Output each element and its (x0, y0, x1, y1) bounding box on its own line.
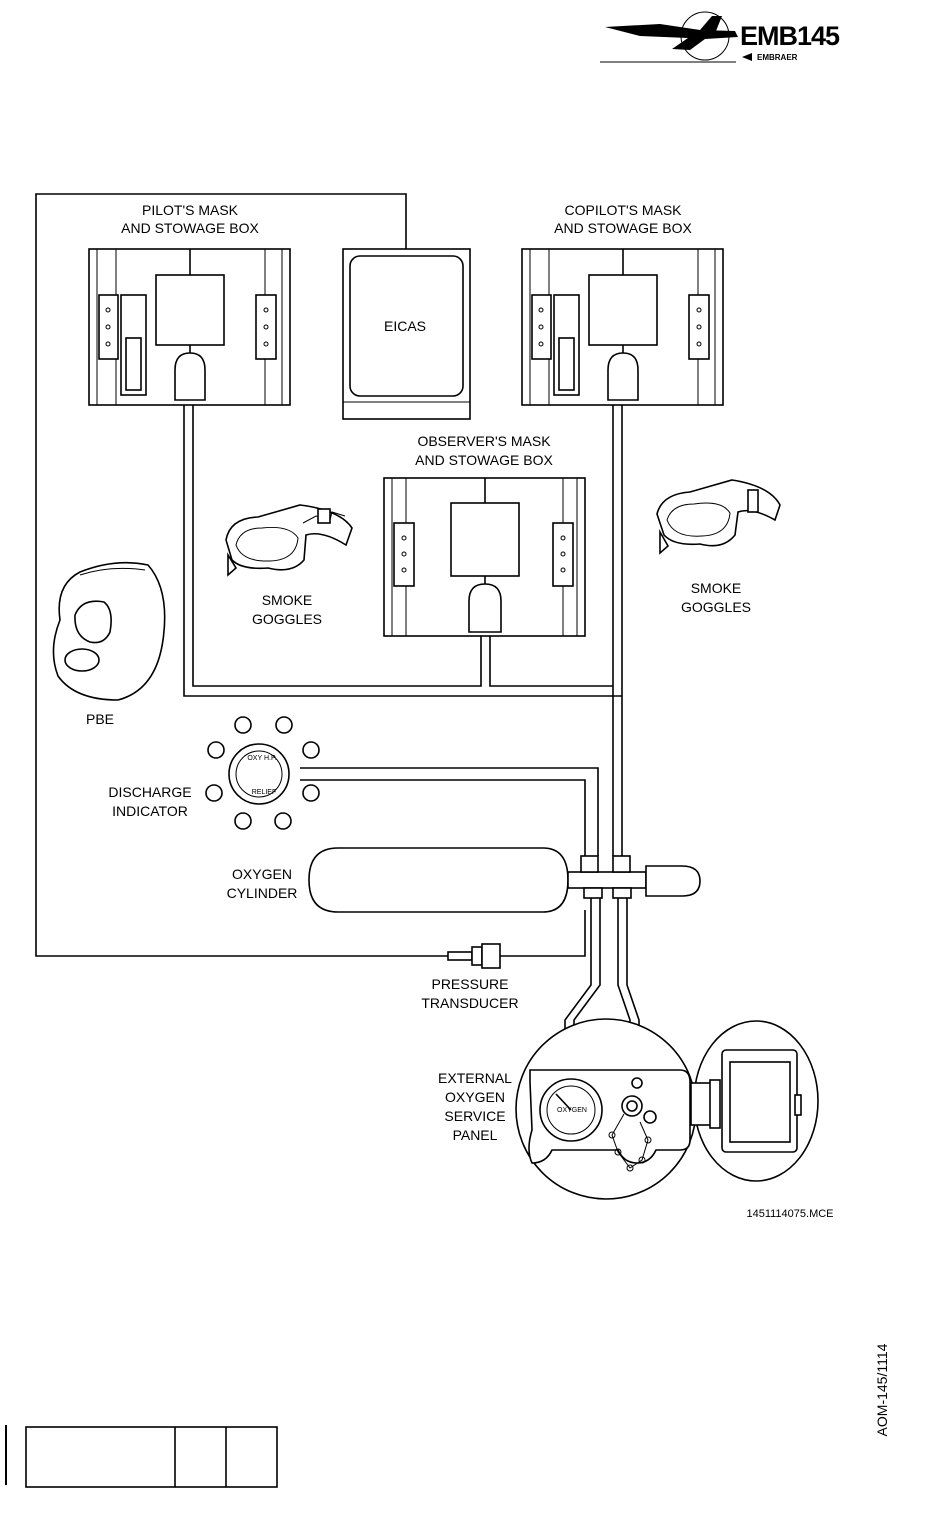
pressure-transducer-label-line1: PRESSURE (431, 976, 508, 992)
figure-code: 1451114075.MCE (746, 1208, 833, 1220)
brand-model-text: EMB145 (740, 21, 840, 51)
external-panel-label-line3: SERVICE (444, 1108, 505, 1124)
discharge-indicator-label-line1: DISCHARGE (108, 784, 191, 800)
pilot-mask-label-line2: AND STOWAGE BOX (121, 220, 259, 236)
smoke-goggles-left-label-line1: SMOKE (262, 592, 313, 608)
pressure-transducer: PRESSURE TRANSDUCER (421, 944, 518, 1011)
emb145-logo: EMB145 EMBRAER (600, 12, 840, 62)
observer-mask-label-line1: OBSERVER'S MASK (417, 433, 551, 449)
external-panel-label-line2: OXYGEN (445, 1089, 505, 1105)
pbe-label: PBE (86, 711, 114, 727)
smoke-goggles-right: SMOKE GOGGLES (657, 480, 780, 615)
eicas-label: EICAS (384, 318, 426, 334)
eicas-display: EICAS (343, 249, 470, 419)
indicator-text-top: OXY H.P. (247, 755, 276, 762)
copilot-mask-box: COPILOT'S MASK AND STOWAGE BOX (522, 202, 723, 405)
oxygen-cylinder-label-line2: CYLINDER (227, 885, 298, 901)
smoke-goggles-left: SMOKE GOGGLES (226, 505, 352, 627)
external-oxygen-service-panel: OXYGEN EXTERNAL OXYGEN SERVICE PANEL (438, 1019, 818, 1199)
gauge-text: OXYGEN (557, 1107, 587, 1114)
smoke-goggles-right-label-line1: SMOKE (691, 580, 742, 596)
indicator-text-bottom: RELIEF (252, 789, 277, 796)
revision-box (6, 1425, 277, 1487)
smoke-goggles-left-label-line2: GOGGLES (252, 611, 322, 627)
pilot-mask-label-line1: PILOT'S MASK (142, 202, 239, 218)
external-panel-label-line4: PANEL (453, 1127, 498, 1143)
brand-maker-text: EMBRAER (757, 53, 798, 62)
copilot-mask-label-line2: AND STOWAGE BOX (554, 220, 692, 236)
observer-mask-box: OBSERVER'S MASK AND STOWAGE BOX (384, 433, 585, 636)
oxygen-cylinder-label-line1: OXYGEN (232, 866, 292, 882)
oxygen-cylinder: OXYGEN CYLINDER (227, 848, 700, 912)
smoke-goggles-right-label-line2: GOGGLES (681, 599, 751, 615)
discharge-indicator: OXY H.P. RELIEF DISCHARGE INDICATOR (108, 717, 319, 829)
discharge-indicator-label-line2: INDICATOR (112, 803, 188, 819)
pressure-transducer-label-line2: TRANSDUCER (421, 995, 518, 1011)
copilot-mask-label-line1: COPILOT'S MASK (564, 202, 682, 218)
pbe-hood: PBE (53, 563, 164, 727)
pilot-mask-box: PILOT'S MASK AND STOWAGE BOX (89, 202, 290, 405)
side-code: AOM-145/1114 (874, 1343, 890, 1436)
observer-mask-label-line2: AND STOWAGE BOX (415, 452, 553, 468)
external-panel-label-line1: EXTERNAL (438, 1070, 512, 1086)
